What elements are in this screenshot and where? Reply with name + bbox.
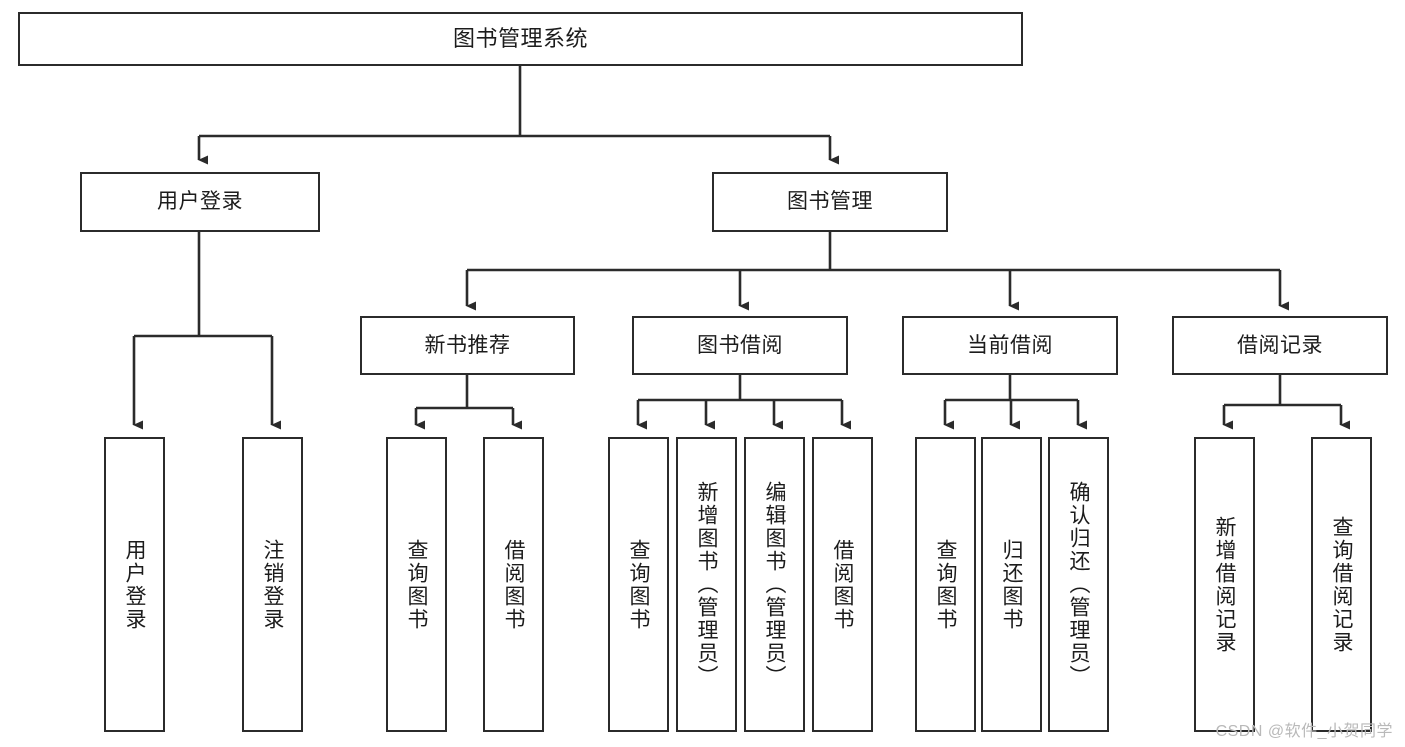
node-borrow-record[interactable]: 借阅记录: [1172, 316, 1388, 375]
node-root-system[interactable]: 图书管理系统: [18, 12, 1023, 66]
node-label: 查询图书: [405, 538, 428, 631]
leaf-borrow-record-0[interactable]: 新增借阅记录: [1194, 437, 1255, 732]
leaf-book-borrow-3[interactable]: 借阅图书: [812, 437, 873, 732]
node-book-borrow[interactable]: 图书借阅: [632, 316, 848, 375]
node-new-book-recommend[interactable]: 新书推荐: [360, 316, 575, 375]
node-label: 当前借阅: [967, 333, 1053, 357]
node-label: 图书管理系统: [452, 25, 588, 51]
leaf-new-book-rec-1[interactable]: 借阅图书: [483, 437, 544, 732]
node-user-login[interactable]: 用户登录: [80, 172, 320, 232]
leaf-borrow-record-1[interactable]: 查询借阅记录: [1311, 437, 1372, 732]
node-label: 新增借阅记录: [1213, 515, 1236, 654]
leaf-current-borrow-0[interactable]: 查询图书: [915, 437, 976, 732]
leaf-user-login-1[interactable]: 注销登录: [242, 437, 303, 732]
node-label: 图书借阅: [697, 333, 783, 357]
node-label: 借阅图书: [831, 538, 854, 631]
node-label: 借阅记录: [1237, 333, 1323, 357]
node-book-management[interactable]: 图书管理: [712, 172, 948, 232]
leaf-new-book-rec-0[interactable]: 查询图书: [386, 437, 447, 732]
leaf-current-borrow-2[interactable]: 确认归还（管理员）: [1048, 437, 1109, 732]
watermark-text: CSDN @软件_小贺同学: [1215, 723, 1393, 740]
node-label: 用户登录: [157, 190, 243, 214]
node-label: 查询图书: [627, 538, 650, 631]
node-label: 用户登录: [123, 538, 146, 631]
node-label: 查询图书: [934, 538, 957, 631]
leaf-book-borrow-0[interactable]: 查询图书: [608, 437, 669, 732]
leaf-book-borrow-2[interactable]: 编辑图书（管理员）: [744, 437, 805, 732]
node-label: 借阅图书: [502, 538, 525, 631]
node-label: 查询借阅记录: [1330, 515, 1353, 654]
leaf-user-login-0[interactable]: 用户登录: [104, 437, 165, 732]
node-label: 图书管理: [787, 190, 873, 214]
node-label: 新书推荐: [424, 333, 511, 357]
node-label: 归还图书: [1000, 538, 1023, 631]
node-label: 注销登录: [261, 538, 284, 631]
node-label: 确认归还（管理员）: [1067, 481, 1090, 688]
leaf-book-borrow-1[interactable]: 新增图书（管理员）: [676, 437, 737, 732]
node-label: 编辑图书（管理员）: [763, 481, 786, 688]
node-label: 新增图书（管理员）: [695, 481, 718, 688]
node-current-borrow[interactable]: 当前借阅: [902, 316, 1118, 375]
leaf-current-borrow-1[interactable]: 归还图书: [981, 437, 1042, 732]
